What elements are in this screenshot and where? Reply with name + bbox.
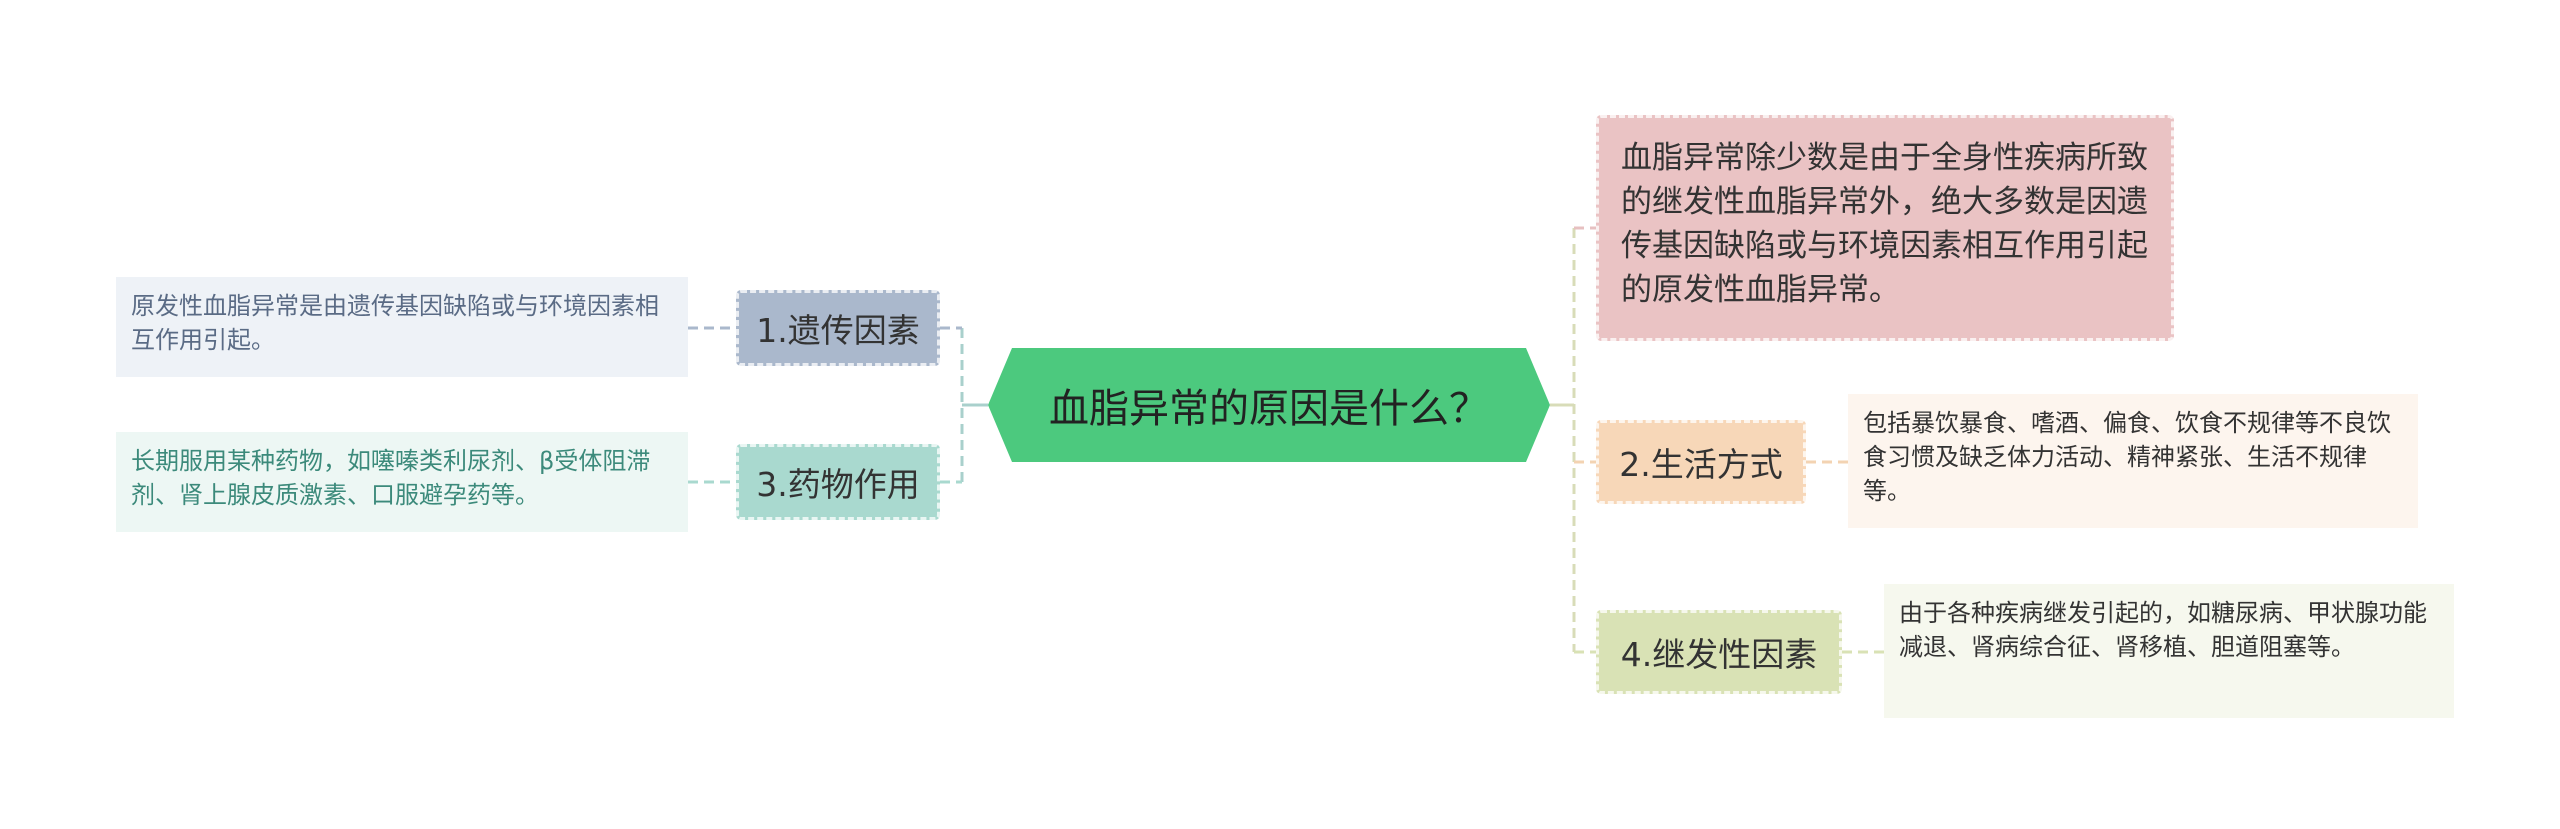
- branch-secondary-factors-label: 4.继发性因素: [1620, 635, 1818, 674]
- leaf-drug-effects-text: 长期服用某种药物，如噻嗪类利尿剂、β受体阻滞剂、肾上腺皮质激素、口服避孕药等。: [131, 447, 651, 509]
- branch-lifestyle-label: 2.生活方式: [1619, 445, 1783, 484]
- branch-drug-effects-label: 3.药物作用: [756, 465, 920, 504]
- leaf-genetic-factors[interactable]: 原发性血脂异常是由遗传基因缺陷或与环境因素相互作用引起。: [116, 277, 688, 377]
- leaf-secondary-factors[interactable]: 由于各种疾病继发引起的，如糖尿病、甲状腺功能减退、肾病综合征、肾移植、胆道阻塞等…: [1884, 584, 2454, 718]
- overview-note[interactable]: 血脂异常除少数是由于全身性疾病所致的继发性血脂异常外，绝大多数是因遗传基因缺陷或…: [1596, 115, 2174, 341]
- branch-genetic-factors[interactable]: 1.遗传因素: [736, 290, 940, 366]
- overview-note-text: 血脂异常除少数是由于全身性疾病所致的继发性血脂异常外，绝大多数是因遗传基因缺陷或…: [1621, 140, 2148, 308]
- leaf-secondary-factors-text: 由于各种疾病继发引起的，如糖尿病、甲状腺功能减退、肾病综合征、肾移植、胆道阻塞等…: [1899, 599, 2427, 661]
- leaf-lifestyle[interactable]: 包括暴饮暴食、嗜酒、偏食、饮食不规律等不良饮食习惯及缺乏体力活动、精神紧张、生活…: [1848, 394, 2418, 528]
- hexagon-shape: [988, 348, 1550, 462]
- branch-lifestyle[interactable]: 2.生活方式: [1596, 420, 1806, 504]
- branch-secondary-factors[interactable]: 4.继发性因素: [1596, 610, 1842, 694]
- leaf-drug-effects[interactable]: 长期服用某种药物，如噻嗪类利尿剂、β受体阻滞剂、肾上腺皮质激素、口服避孕药等。: [116, 432, 688, 532]
- center-topic[interactable]: 血脂异常的原因是什么？: [988, 348, 1550, 462]
- leaf-genetic-factors-text: 原发性血脂异常是由遗传基因缺陷或与环境因素相互作用引起。: [131, 292, 659, 354]
- branch-drug-effects[interactable]: 3.药物作用: [736, 444, 940, 520]
- center-topic-label: 血脂异常的原因是什么？: [1049, 386, 1489, 432]
- leaf-lifestyle-text: 包括暴饮暴食、嗜酒、偏食、饮食不规律等不良饮食习惯及缺乏体力活动、精神紧张、生活…: [1863, 409, 2391, 505]
- branch-genetic-factors-label: 1.遗传因素: [756, 311, 920, 350]
